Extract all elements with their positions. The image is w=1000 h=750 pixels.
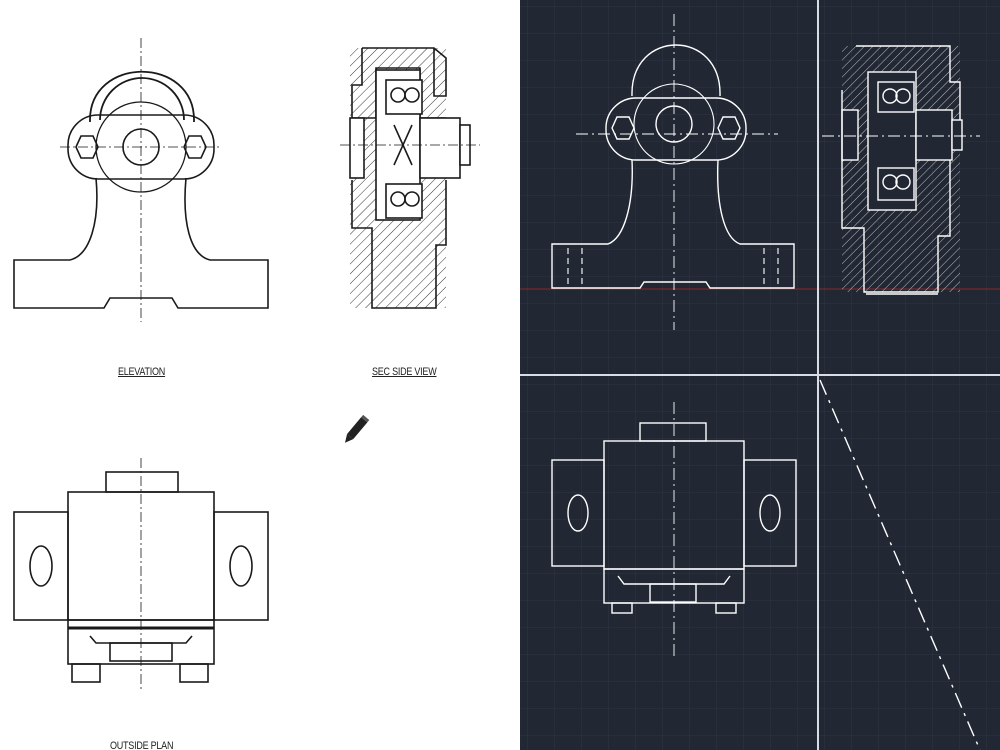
elevation-label: ELEVATION — [118, 366, 166, 378]
pencil-icon[interactable] — [342, 414, 370, 445]
printed-drawing-canvas — [13, 38, 480, 690]
printed-drawing-panel: ELEVATION SEC SIDE VIEW OUTSIDE PLAN — [13, 38, 480, 750]
outside-plan-label: OUTSIDE PLAN — [110, 740, 174, 750]
sec-side-view — [340, 47, 480, 309]
projection-miter-line[interactable] — [819, 379, 981, 750]
cad-drawing-canvas[interactable] — [520, 0, 1000, 750]
outside-plan-view — [13, 458, 269, 690]
cad-modelspace-panel[interactable] — [520, 0, 1000, 750]
elevation-view — [13, 38, 269, 322]
sec-side-view-label: SEC SIDE VIEW — [372, 366, 437, 378]
cad-elevation-view[interactable] — [551, 14, 795, 330]
cad-plan-view[interactable] — [551, 402, 797, 660]
cad-sec-side-view[interactable] — [822, 45, 980, 295]
